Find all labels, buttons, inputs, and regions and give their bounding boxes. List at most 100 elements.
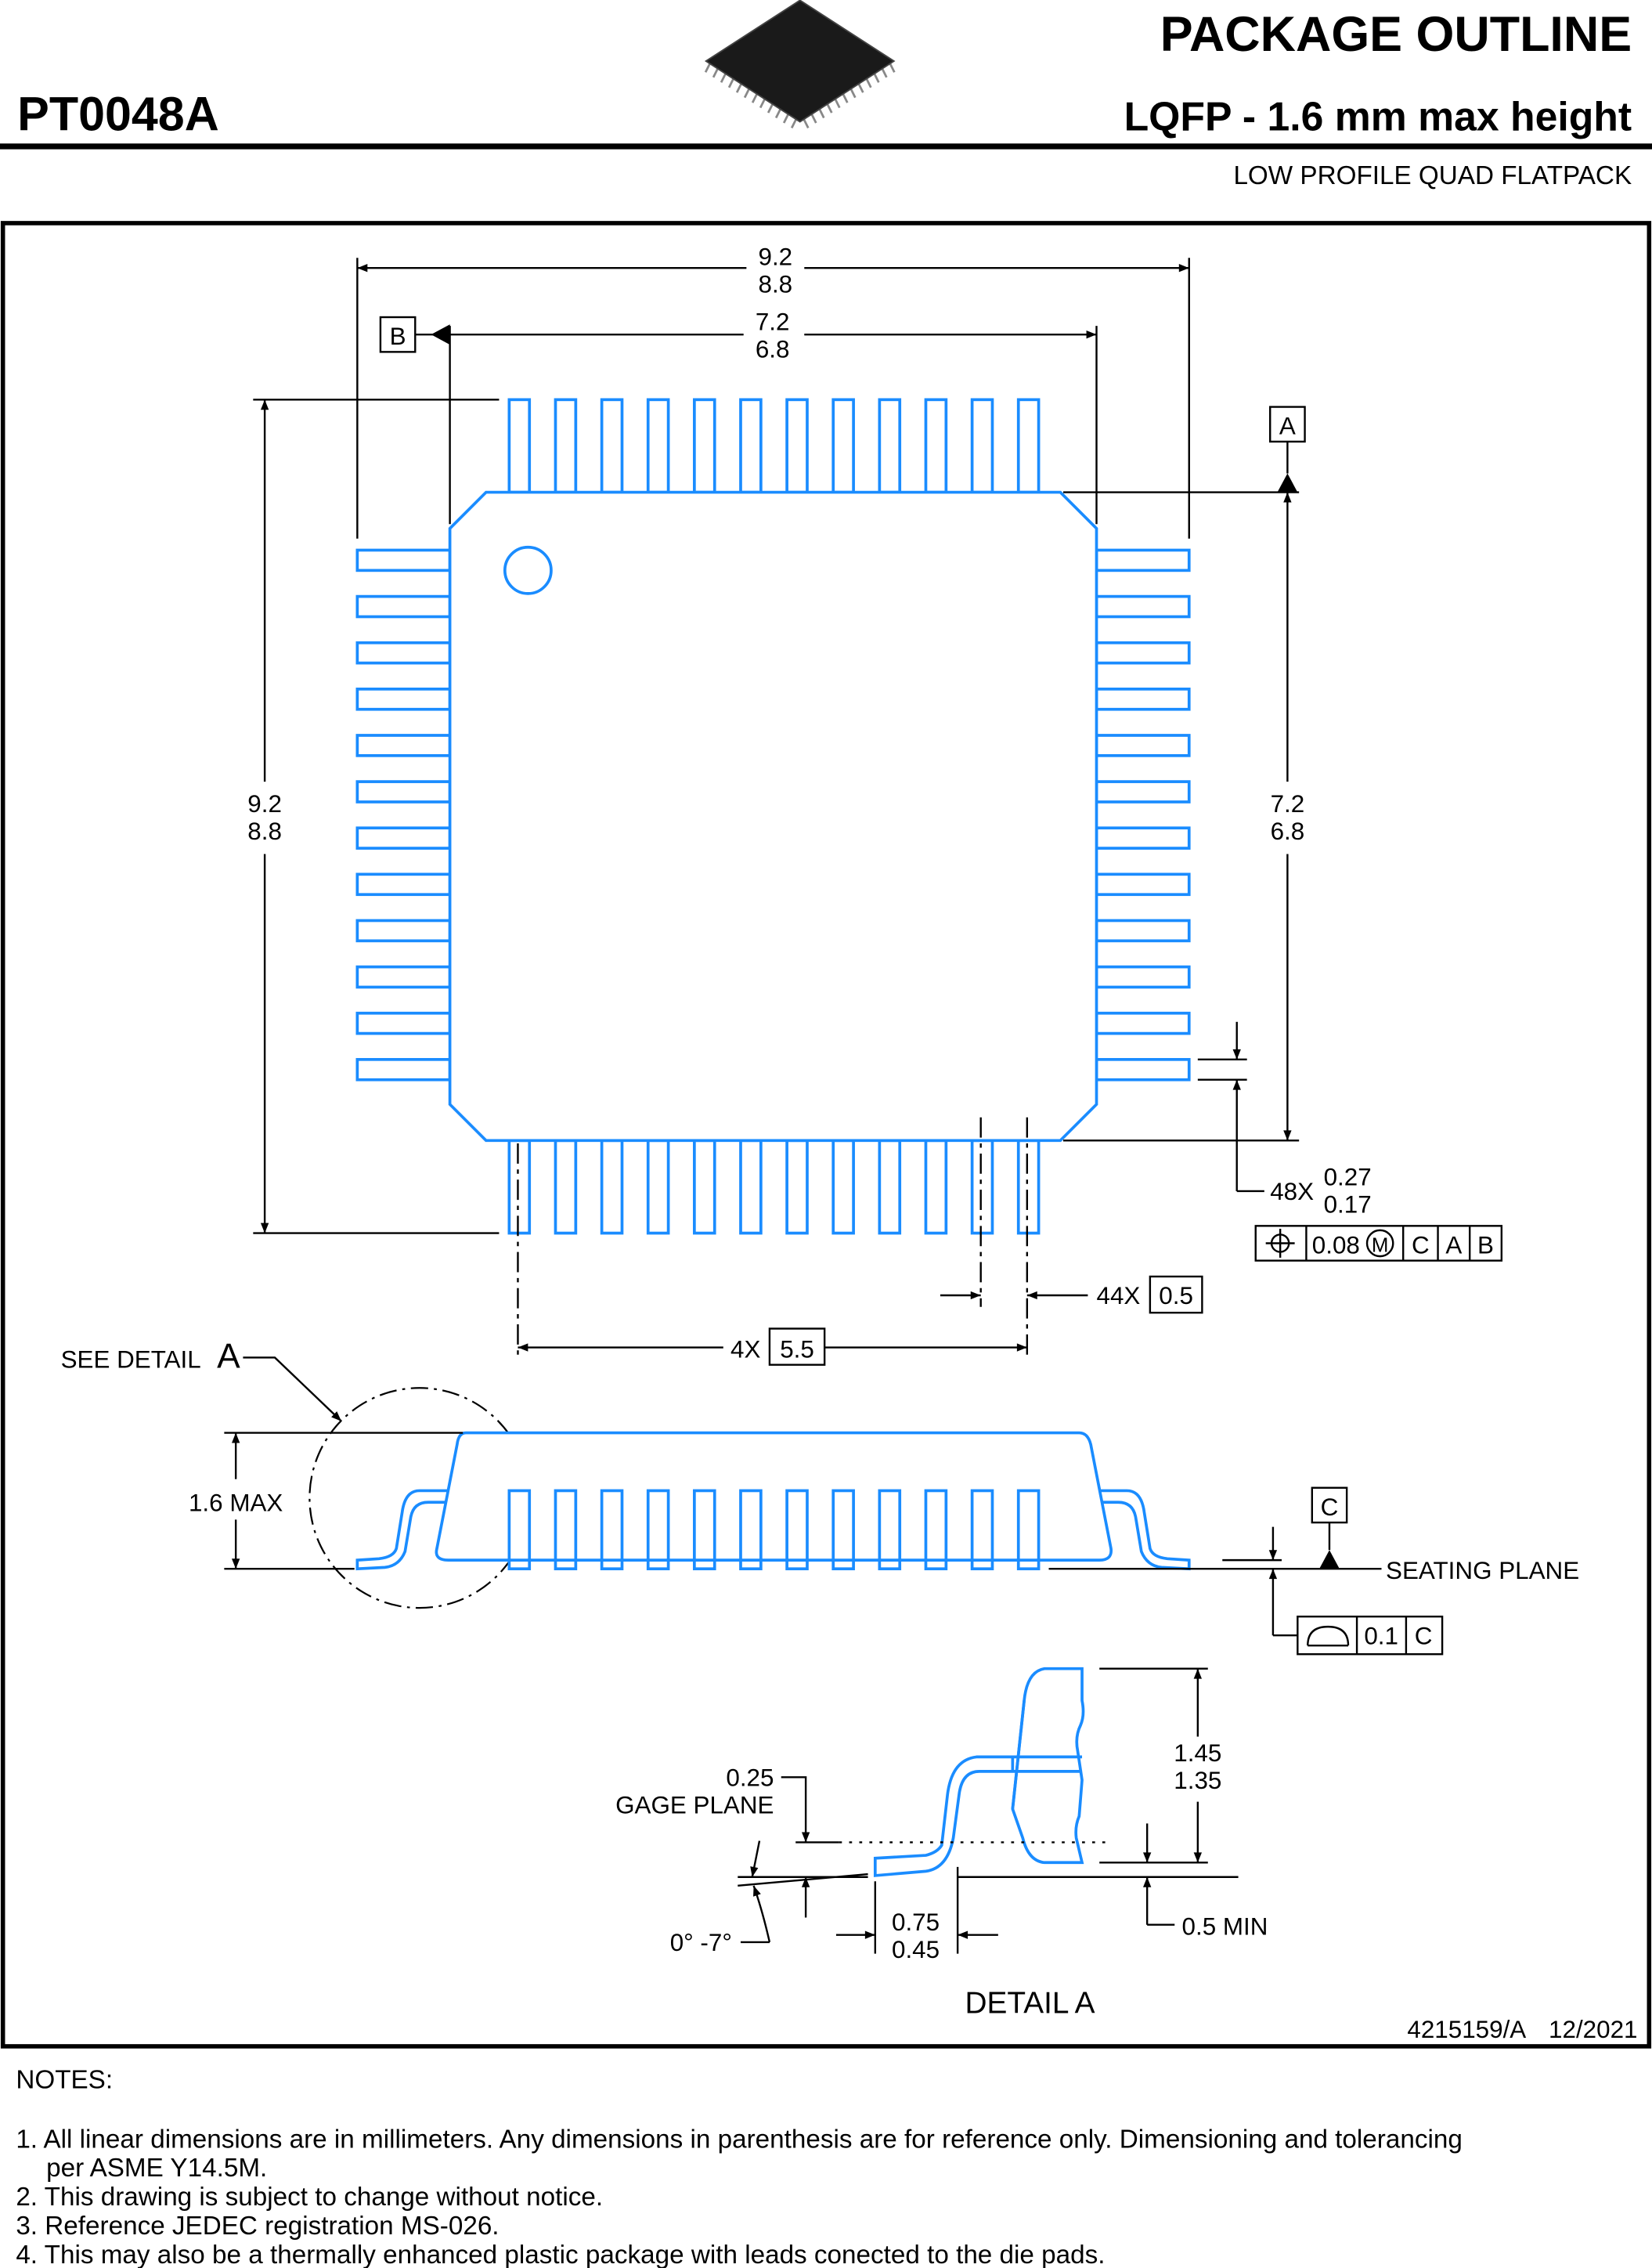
lead-right (1095, 965, 1191, 989)
chip-pin (826, 103, 833, 114)
foot-length-max: 0.75 (892, 1909, 940, 1936)
body-width-max: 7.2 (756, 309, 790, 336)
lead-top (785, 398, 809, 494)
drawing-id: PT0048A (17, 88, 219, 141)
overall-height-min: 8.8 (247, 818, 282, 845)
lead-top (507, 398, 532, 494)
detail-a-title: DETAIL A (965, 1986, 1095, 2020)
lead-bottom (970, 1139, 994, 1235)
lead-right (1095, 594, 1191, 619)
chip-pin (735, 83, 742, 93)
chip-pin (873, 73, 880, 83)
note-item: per ASME Y14.5M. (46, 2154, 267, 2183)
side-leads (507, 1489, 1041, 1571)
lead-top (600, 398, 624, 494)
gage-value: 0.25 (726, 1764, 774, 1791)
note-item: 3. Reference JEDEC registration MS-026. (16, 2212, 499, 2241)
lead-right (1095, 548, 1191, 572)
chip-pin (751, 93, 758, 103)
max-height-label: 1.6 MAX (189, 1489, 283, 1516)
lead-side (554, 1489, 578, 1571)
chip-pin (842, 93, 849, 103)
datum-a: A (1279, 413, 1296, 440)
lead-side (831, 1489, 855, 1571)
lead-side (646, 1489, 670, 1571)
chip-pin (712, 68, 719, 78)
datum-c: C (1321, 1493, 1339, 1521)
fcf-datum-1: C (1412, 1231, 1430, 1259)
lead-right (1095, 872, 1191, 897)
pin1-marker (503, 545, 553, 595)
flatness-value: 0.1 (1364, 1622, 1398, 1649)
chip-pin (818, 108, 825, 119)
lead-right (1095, 641, 1191, 665)
span-value: 5.5 (780, 1335, 814, 1363)
chip-pin (720, 73, 727, 83)
chip-icon (704, 0, 896, 129)
lead-side (785, 1489, 809, 1571)
body-width-min: 6.8 (756, 336, 790, 363)
lead-left (355, 872, 452, 897)
chip-pin (857, 83, 864, 93)
fcf-datum-2: A (1445, 1231, 1462, 1259)
doc-date: 12/2021 (1549, 2016, 1637, 2043)
overall-width-max: 9.2 (759, 243, 793, 270)
lead-bottom (739, 1139, 763, 1235)
chip-pin (782, 114, 789, 124)
flatness-frame: 0.1 C (1297, 1615, 1444, 1656)
left-gullwing-lead (355, 1489, 450, 1571)
top-view: 9.2 8.8 7.2 6.8 B 9.2 8.8 A 7.2 6.8 (247, 243, 1503, 1366)
lead-left (355, 1011, 452, 1035)
lead-top (831, 398, 855, 494)
lead-right (1095, 780, 1191, 804)
chip-pin (743, 88, 750, 99)
chip-pin (889, 63, 896, 73)
lead-width-count: 48X (1270, 1178, 1314, 1205)
lead-bottom (600, 1139, 624, 1235)
lead-top (646, 398, 670, 494)
note-item: 4. This may also be a thermally enhanced… (16, 2241, 1105, 2268)
note-item: 1. All linear dimensions are in millimet… (16, 2125, 1463, 2154)
lead-side (600, 1489, 624, 1571)
mmc-modifier: M (1372, 1235, 1389, 1257)
lead-left (355, 688, 452, 711)
lead-side (693, 1489, 716, 1571)
lead-bottom (878, 1139, 902, 1235)
lead-top (878, 398, 902, 494)
lead-left (355, 548, 452, 572)
lead-left (355, 965, 452, 989)
standoff-max: 1.45 (1174, 1739, 1221, 1767)
detail-lead (873, 1755, 1083, 1877)
chip-pin (704, 63, 711, 73)
pitch-count: 44X (1097, 1282, 1141, 1309)
note-item: 2. This drawing is subject to change wit… (16, 2183, 603, 2212)
see-detail-letter: A (217, 1337, 240, 1375)
package-body (448, 490, 1098, 1143)
right-gullwing-lead (1096, 1489, 1191, 1571)
doc-number: 4215159/A (1407, 2016, 1526, 2043)
lead-side (739, 1489, 763, 1571)
chip-pin (865, 78, 872, 88)
position-tolerance-frame: 0.08 M C A B (1254, 1225, 1503, 1262)
coplanarity-icon (1307, 1625, 1350, 1647)
chip-pin (881, 68, 888, 78)
chip-pin (803, 118, 810, 129)
side-body (435, 1431, 1113, 1562)
lead-bottom (693, 1139, 716, 1235)
lead-bottom (507, 1139, 532, 1235)
position-value: 0.08 (1312, 1231, 1360, 1259)
overall-width-min: 8.8 (759, 271, 793, 298)
page-subtitle: LQFP - 1.6 mm max height (1124, 94, 1632, 139)
lead-top (739, 398, 763, 494)
position-icon (1265, 1229, 1295, 1258)
datum-a-box (1269, 406, 1306, 443)
lead-top (1016, 398, 1041, 494)
lead-right (1095, 688, 1191, 711)
lead-top (554, 398, 578, 494)
lead-left (355, 826, 452, 850)
lead-bottom (646, 1139, 670, 1235)
chip-pin (834, 98, 841, 109)
lead-side (507, 1489, 532, 1571)
drawing-frame (0, 221, 1652, 2049)
